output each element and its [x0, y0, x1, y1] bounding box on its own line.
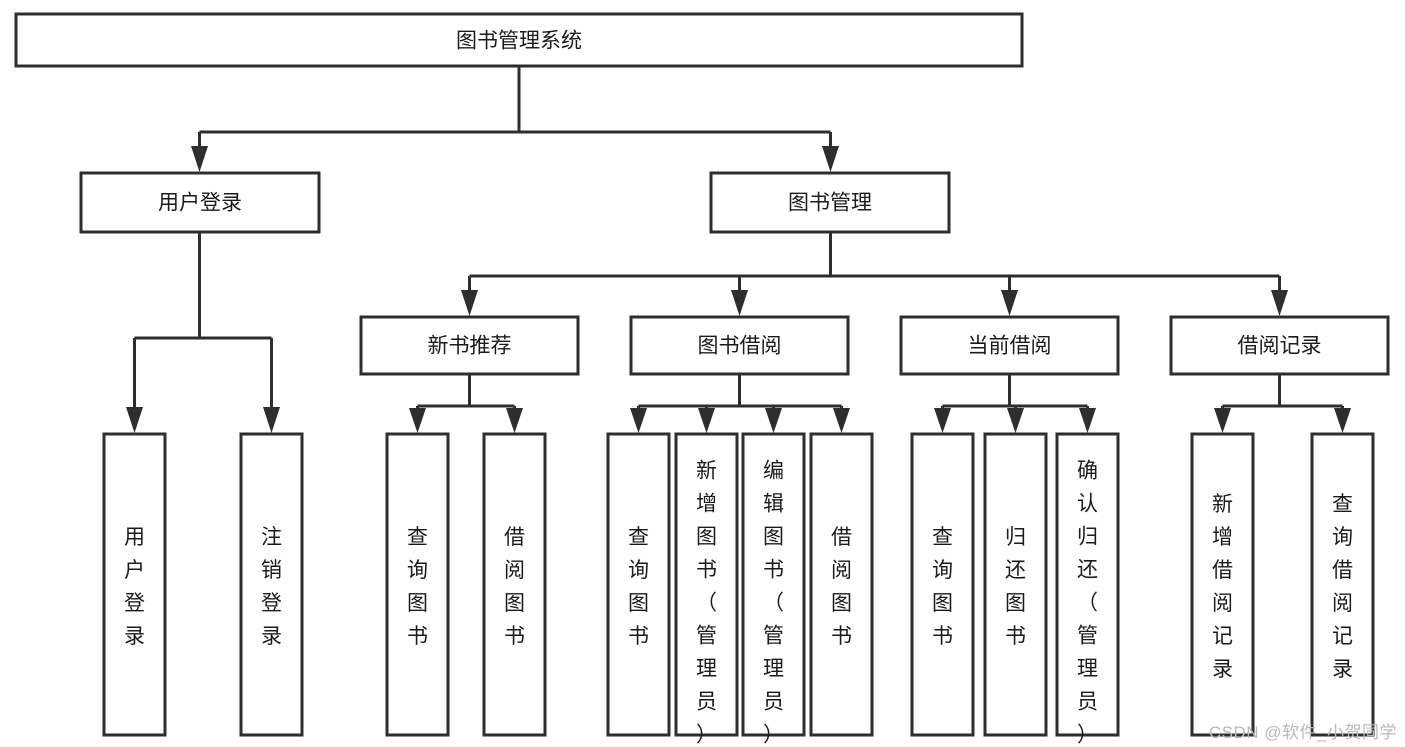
node-book-borrow-label: 图书借阅	[698, 335, 782, 358]
arrow-head-leaf-add-borrow-record	[1214, 408, 1231, 433]
arrow-head-leaf-add-book-admin	[698, 408, 715, 433]
arrow-head-leaf-confirm-return-admin	[1079, 408, 1096, 433]
arrow-head-current-borrow	[1001, 290, 1018, 316]
node-new-book-recommend-box[interactable]	[359, 315, 580, 376]
arrow-head-user-login	[191, 146, 208, 172]
arrow-head-leaf-user-login	[126, 407, 143, 433]
arrow-head-leaf-edit-book-admin	[765, 408, 782, 433]
leaf-node-borrow-book-label: 借阅图书	[831, 526, 852, 648]
node-user-login[interactable]: 用户登录	[79, 171, 321, 234]
arrow-head-leaf-borrow-book	[833, 408, 850, 433]
leaf-node-add-borrow-record-box[interactable]	[1190, 432, 1255, 737]
connector-group-book-management	[461, 232, 1288, 316]
arrow-head-book-management	[822, 146, 839, 172]
leaf-node-add-book-admin-box[interactable]	[674, 432, 739, 737]
leaf-node-logout[interactable]: 注销登录	[239, 432, 304, 737]
leaf-node-edit-book-admin-box[interactable]	[741, 432, 806, 737]
node-current-borrow[interactable]: 当前借阅	[899, 315, 1120, 376]
connector-group-root	[191, 66, 839, 172]
leaf-node-logout-box[interactable]	[239, 432, 304, 737]
arrow-head-leaf-logout	[263, 407, 280, 433]
node-book-borrow-box[interactable]	[629, 315, 850, 376]
leaf-node-borrow-books-rec-box[interactable]	[482, 432, 547, 737]
leaf-node-add-book-admin[interactable]: 新增图书（管理员）	[674, 432, 739, 747]
leaf-node-query-books-rec-box[interactable]	[385, 432, 450, 737]
arrow-head-borrow-records	[1271, 290, 1288, 316]
leaf-node-query-books-current-box[interactable]	[910, 432, 975, 737]
node-current-borrow-box[interactable]	[899, 315, 1120, 376]
node-borrow-records-box[interactable]	[1169, 315, 1390, 376]
leaf-node-edit-book-admin[interactable]: 编辑图书（管理员）	[741, 432, 806, 747]
leaf-node-return-book-label: 归还图书	[1005, 526, 1026, 648]
connector-group-new-book-recommend	[409, 374, 523, 433]
arrow-head-leaf-query-books-rec	[409, 408, 426, 433]
leaf-node-borrow-books-rec-label: 借阅图书	[504, 526, 525, 648]
leaf-node-return-book-box[interactable]	[983, 432, 1048, 737]
connector-group-current-borrow	[934, 374, 1096, 433]
leaf-node-confirm-return-admin-box[interactable]	[1055, 432, 1120, 737]
node-new-book-recommend[interactable]: 新书推荐	[359, 315, 580, 376]
node-user-login-label: 用户登录	[158, 192, 242, 215]
leaf-node-borrow-book-box[interactable]	[809, 432, 874, 737]
leaf-node-user-login-label: 用户登录	[124, 526, 145, 648]
leaf-node-query-books-current-label: 查询图书	[932, 526, 953, 648]
leaf-node-query-borrow-record[interactable]: 查询借阅记录	[1310, 432, 1375, 737]
leaf-node-query-books-borrow-box[interactable]	[606, 432, 671, 737]
node-new-book-recommend-label: 新书推荐	[428, 335, 512, 358]
leaf-node-query-borrow-record-box[interactable]	[1310, 432, 1375, 737]
leaf-node-query-borrow-record-label: 查询借阅记录	[1332, 493, 1353, 681]
node-book-management[interactable]: 图书管理	[709, 171, 951, 234]
leaf-node-query-books-rec-label: 查询图书	[407, 526, 428, 648]
leaf-node-add-borrow-record[interactable]: 新增借阅记录	[1190, 432, 1255, 737]
leaf-node-logout-label: 注销登录	[261, 526, 282, 648]
leaf-node-borrow-books-rec[interactable]: 借阅图书	[482, 432, 547, 737]
arrow-head-book-borrow	[731, 290, 748, 316]
leaf-node-query-books-current[interactable]: 查询图书	[910, 432, 975, 737]
leaf-node-query-books-rec[interactable]: 查询图书	[385, 432, 450, 737]
leaf-node-user-login-box[interactable]	[102, 432, 167, 737]
leaf-node-add-book-admin-label: 新增图书（管理员）	[696, 460, 717, 747]
node-root-label: 图书管理系统	[456, 30, 582, 53]
leaf-node-confirm-return-admin[interactable]: 确认归还（管理员）	[1055, 432, 1120, 747]
node-borrow-records[interactable]: 借阅记录	[1169, 315, 1390, 376]
connector-group-user-login	[126, 232, 280, 433]
arrow-head-leaf-return-book	[1007, 408, 1024, 433]
arrow-head-leaf-query-books-current	[934, 408, 951, 433]
csdn-watermark: CSDN @软件_小贺同学	[1208, 723, 1397, 742]
leaf-node-query-books-borrow[interactable]: 查询图书	[606, 432, 671, 737]
connector-group-book-borrow	[630, 374, 850, 433]
leaf-node-user-login[interactable]: 用户登录	[102, 432, 167, 737]
node-root-box[interactable]	[14, 12, 1024, 68]
node-current-borrow-label: 当前借阅	[968, 335, 1052, 358]
leaf-node-edit-book-admin-label: 编辑图书（管理员）	[763, 460, 784, 747]
leaf-node-borrow-book[interactable]: 借阅图书	[809, 432, 874, 737]
leaf-node-add-borrow-record-label: 新增借阅记录	[1212, 493, 1233, 681]
leaf-node-return-book[interactable]: 归还图书	[983, 432, 1048, 737]
node-borrow-records-label: 借阅记录	[1238, 335, 1322, 358]
leaf-node-query-books-borrow-label: 查询图书	[628, 526, 649, 648]
node-book-management-box[interactable]	[709, 171, 951, 234]
node-user-login-box[interactable]	[79, 171, 321, 234]
arrow-head-leaf-borrow-books-rec	[506, 408, 523, 433]
leaf-node-confirm-return-admin-label: 确认归还（管理员）	[1077, 460, 1098, 747]
arrow-head-leaf-query-books-borrow	[630, 408, 647, 433]
node-root[interactable]: 图书管理系统	[14, 12, 1024, 68]
arrow-head-leaf-query-borrow-record	[1334, 408, 1351, 433]
node-book-management-label: 图书管理	[788, 192, 872, 215]
arrow-head-new-book-recommend	[461, 290, 478, 316]
connector-group-borrow-records	[1214, 374, 1351, 433]
node-book-borrow[interactable]: 图书借阅	[629, 315, 850, 376]
